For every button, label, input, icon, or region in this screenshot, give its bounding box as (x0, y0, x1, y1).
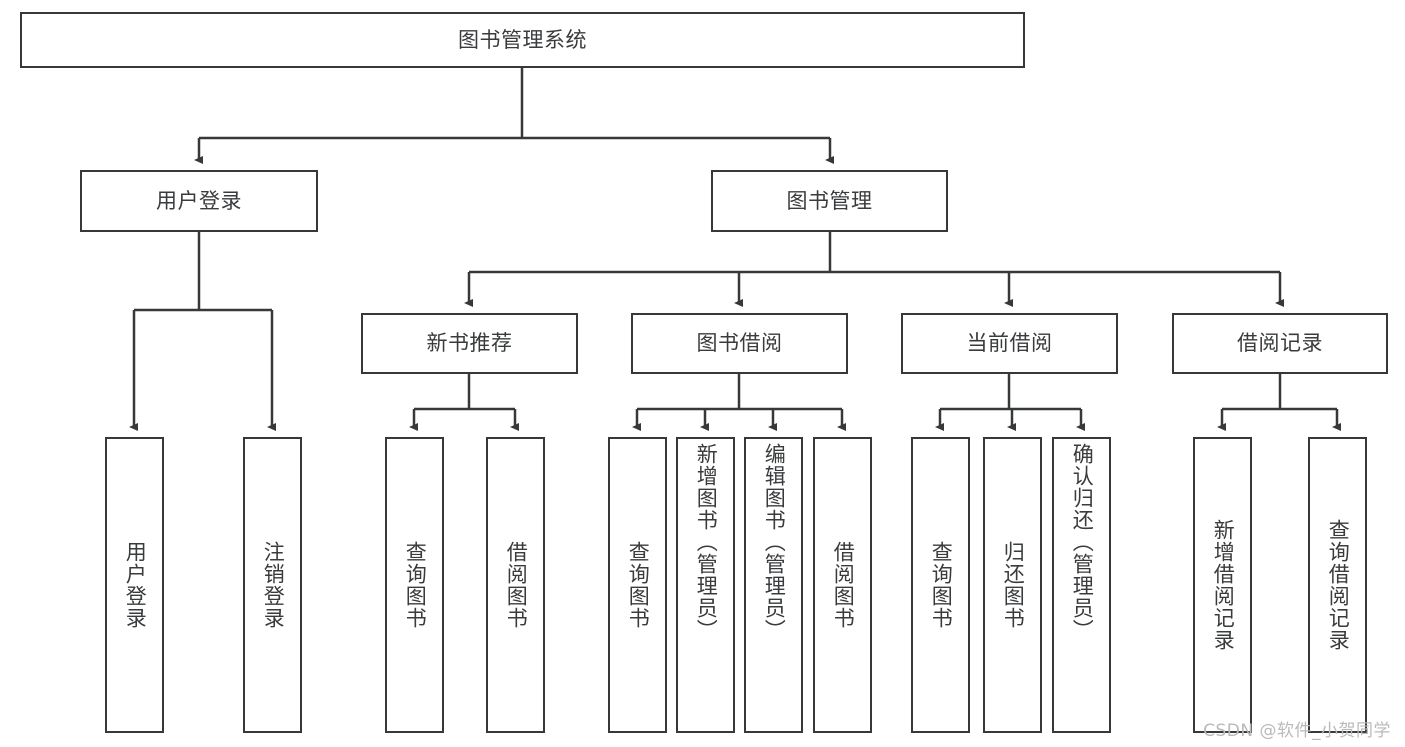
leaf-query-book-current[interactable]: 查询图书 (911, 437, 970, 733)
node-root[interactable]: 图书管理系统 (20, 12, 1025, 68)
node-root-label: 图书管理系统 (458, 27, 587, 52)
edge-group-root (194, 68, 834, 164)
leaf-add-book-admin[interactable]: 新增图书（管理员） (676, 437, 735, 733)
leaf-logout-label: 注销登录 (261, 541, 286, 629)
leaf-edit-book-admin-label: 编辑图书（管理员） (762, 443, 787, 641)
leaf-user-login-label: 用户登录 (123, 541, 148, 629)
leaf-query-book-borrow[interactable]: 查询图书 (608, 437, 667, 733)
leaf-logout[interactable]: 注销登录 (243, 437, 302, 733)
edge-group-user-login (129, 232, 276, 431)
node-borrow-records[interactable]: 借阅记录 (1172, 313, 1388, 374)
edge-group-current-borrow (935, 374, 1085, 431)
node-new-book-recommend[interactable]: 新书推荐 (361, 313, 578, 374)
leaf-query-book-new[interactable]: 查询图书 (385, 437, 444, 733)
leaf-add-borrow-record[interactable]: 新增借阅记录 (1193, 437, 1252, 733)
node-user-login[interactable]: 用户登录 (80, 170, 318, 232)
node-current-borrow-label: 当前借阅 (966, 331, 1053, 356)
leaf-edit-book-admin[interactable]: 编辑图书（管理员） (744, 437, 803, 733)
leaf-add-book-admin-label: 新增图书（管理员） (694, 443, 719, 641)
leaf-return-book[interactable]: 归还图书 (983, 437, 1042, 733)
leaf-borrow-book-label: 借阅图书 (831, 541, 856, 629)
leaf-query-book-borrow-label: 查询图书 (626, 541, 651, 629)
leaf-confirm-return-admin-label: 确认归还（管理员） (1070, 443, 1095, 641)
leaf-query-book-current-label: 查询图书 (929, 541, 954, 629)
edge-group-book-borrow (632, 374, 846, 431)
leaf-query-book-new-label: 查询图书 (403, 541, 428, 629)
leaf-add-borrow-record-label: 新增借阅记录 (1211, 519, 1236, 651)
node-book-borrow[interactable]: 图书借阅 (631, 313, 848, 374)
node-book-borrow-label: 图书借阅 (696, 331, 783, 356)
leaf-borrow-book-new[interactable]: 借阅图书 (486, 437, 545, 733)
csdn-watermark: CSDN @软件_小贺同学 (1203, 721, 1391, 741)
edge-group-book-management (464, 232, 1284, 307)
leaf-query-borrow-record[interactable]: 查询借阅记录 (1308, 437, 1367, 733)
leaf-borrow-book[interactable]: 借阅图书 (813, 437, 872, 733)
node-current-borrow[interactable]: 当前借阅 (901, 313, 1118, 374)
node-book-management-label: 图书管理 (786, 188, 873, 213)
node-borrow-records-label: 借阅记录 (1237, 331, 1323, 356)
leaf-return-book-label: 归还图书 (1001, 541, 1026, 629)
leaf-query-borrow-record-label: 查询借阅记录 (1326, 519, 1351, 651)
node-book-management[interactable]: 图书管理 (711, 170, 948, 232)
leaf-user-login[interactable]: 用户登录 (105, 437, 164, 733)
node-user-login-label: 用户登录 (156, 188, 242, 213)
edge-group-new-book (409, 374, 519, 431)
node-new-book-recommend-label: 新书推荐 (426, 331, 513, 356)
leaf-confirm-return-admin[interactable]: 确认归还（管理员） (1052, 437, 1111, 733)
edge-group-borrow-records (1217, 374, 1341, 431)
leaf-borrow-book-new-label: 借阅图书 (504, 541, 529, 629)
